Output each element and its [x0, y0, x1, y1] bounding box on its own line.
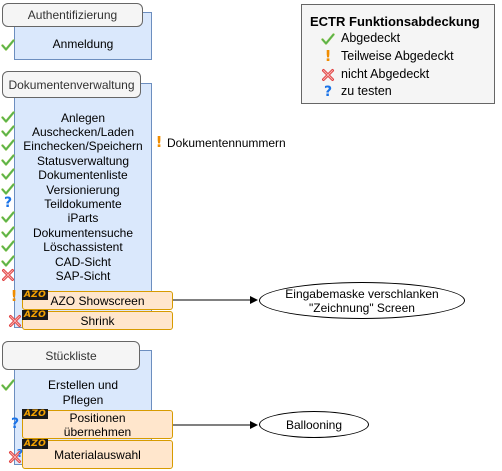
azo-logo: AZO: [22, 409, 49, 419]
callout-ballooning: Ballooning: [259, 411, 369, 438]
docs-item-cad: CAD-Sicht: [54, 255, 111, 269]
legend-title: ECTR Funktionsabdeckung: [310, 14, 480, 29]
docs-item-einchecken: Einchecken/Speichern: [23, 139, 143, 153]
azo-shrink-box: Shrink: [22, 311, 173, 330]
legend: ECTR Funktionsabdeckung Abgedeckt ! Teil…: [301, 4, 495, 104]
docs-item-suche: Dokumentensuche: [32, 226, 134, 240]
legend-label-partial: Teilweise Abgedeckt: [341, 49, 454, 63]
bom-item-erstellen: Erstellen und: [47, 378, 119, 392]
azo-showscreen-label: AZO Showscreen: [50, 293, 145, 308]
docs-item-iparts: iParts: [67, 211, 99, 225]
question-icon: ?: [16, 446, 24, 460]
azo-material-label: Materialauswahl: [54, 447, 141, 462]
bom-header: Stückliste: [2, 341, 140, 370]
cross-icon: [321, 68, 335, 82]
callout-showscreen-line-2: "Zeichnung" Screen: [309, 300, 415, 315]
question-icon: ?: [323, 84, 333, 100]
legend-label-to-test: zu testen: [341, 84, 392, 98]
auth-item-anmeldung: Anmeldung: [52, 37, 114, 51]
check-icon: [321, 32, 335, 46]
docs-note: Dokumentennummern: [167, 136, 286, 150]
question-icon: ?: [3, 195, 13, 211]
docs-item-anlegen: Anlegen: [60, 111, 106, 125]
exclamation-icon: !: [155, 132, 163, 151]
question-icon: ?: [10, 416, 20, 432]
azo-shrink-label: Shrink: [80, 313, 115, 328]
callout-showscreen-line-1: Eingabemaske verschlanken: [285, 286, 439, 301]
azo-logo: AZO: [22, 310, 49, 320]
azo-positions-label-2: übernehmen: [63, 424, 132, 439]
legend-label-covered: Abgedeckt: [341, 31, 401, 45]
docs-item-teildokumente: Teildokumente: [44, 197, 122, 211]
bom-item-pflegen: Pflegen: [62, 393, 104, 407]
legend-label-not-covered: nicht Abgedeckt: [341, 67, 430, 81]
exclamation-icon: !: [10, 286, 18, 305]
azo-logo: AZO: [22, 290, 49, 300]
docs-header: Dokumentenverwaltung: [2, 71, 141, 98]
docs-item-status: Statusverwaltung: [36, 154, 130, 168]
azo-logo: AZO: [22, 439, 49, 449]
azo-showscreen-box: AZO Showscreen: [22, 291, 173, 310]
docs-item-versionierung: Versionierung: [46, 183, 120, 197]
auth-header: Authentifizierung: [2, 3, 143, 27]
azo-positions-label-1: Positionen: [69, 410, 126, 425]
docs-item-auschecken: Auschecken/Laden: [31, 125, 135, 139]
docs-panel: [14, 83, 152, 328]
callout-ballooning-label: Ballooning: [285, 417, 343, 432]
exclamation-icon: !: [324, 46, 332, 65]
docs-item-sap: SAP-Sicht: [55, 269, 111, 283]
azo-positions-box: Positionen übernehmen: [22, 410, 173, 439]
docs-item-liste: Dokumentenliste: [38, 168, 128, 182]
docs-item-loeschassistent: Löschassistent: [43, 240, 123, 254]
callout-showscreen: Eingabemaske verschlanken "Zeichnung" Sc…: [259, 282, 465, 319]
